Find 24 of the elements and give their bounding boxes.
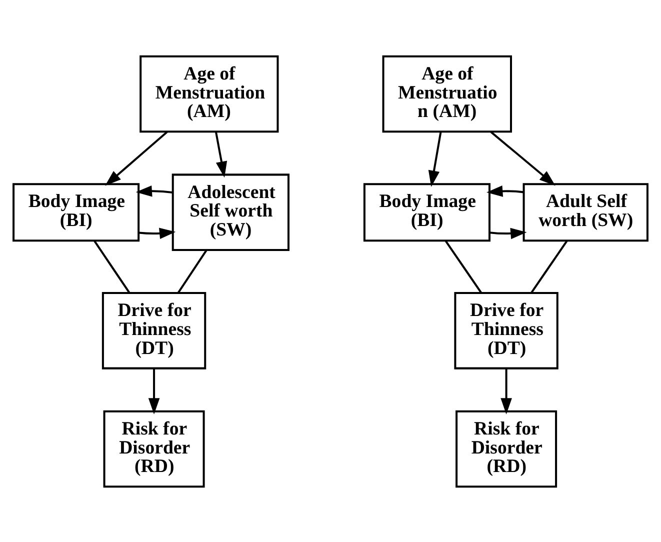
arrow bbox=[138, 227, 176, 239]
arrow bbox=[490, 130, 556, 186]
node-box: Drive for Thinness (DT) bbox=[454, 292, 558, 369]
arrow bbox=[148, 368, 160, 414]
node-box: Adolescent Self worth (SW) bbox=[172, 173, 290, 250]
arrow bbox=[486, 185, 524, 196]
node-box: Adult Self worth (SW) bbox=[522, 182, 648, 242]
arrow bbox=[214, 131, 228, 178]
arrow bbox=[500, 368, 512, 414]
arrow bbox=[105, 130, 168, 186]
node-box: Drive for Thinness (DT) bbox=[102, 292, 206, 369]
arrow bbox=[489, 227, 527, 239]
node-box: Body Image (BI) bbox=[12, 182, 140, 242]
node-box: Age of Menstruatio n (AM) bbox=[382, 54, 512, 132]
node-box: Age of Menstruation (AM) bbox=[140, 54, 279, 132]
node-box: Risk for Disorder (RD) bbox=[103, 410, 205, 488]
connector bbox=[177, 249, 208, 294]
arrow bbox=[136, 184, 173, 196]
connector bbox=[530, 240, 568, 293]
node-box: Risk for Disorder (RD) bbox=[456, 410, 558, 488]
connector bbox=[444, 240, 482, 293]
connector bbox=[94, 240, 130, 293]
arrow bbox=[428, 131, 442, 186]
node-box: Body Image (BI) bbox=[363, 182, 490, 242]
